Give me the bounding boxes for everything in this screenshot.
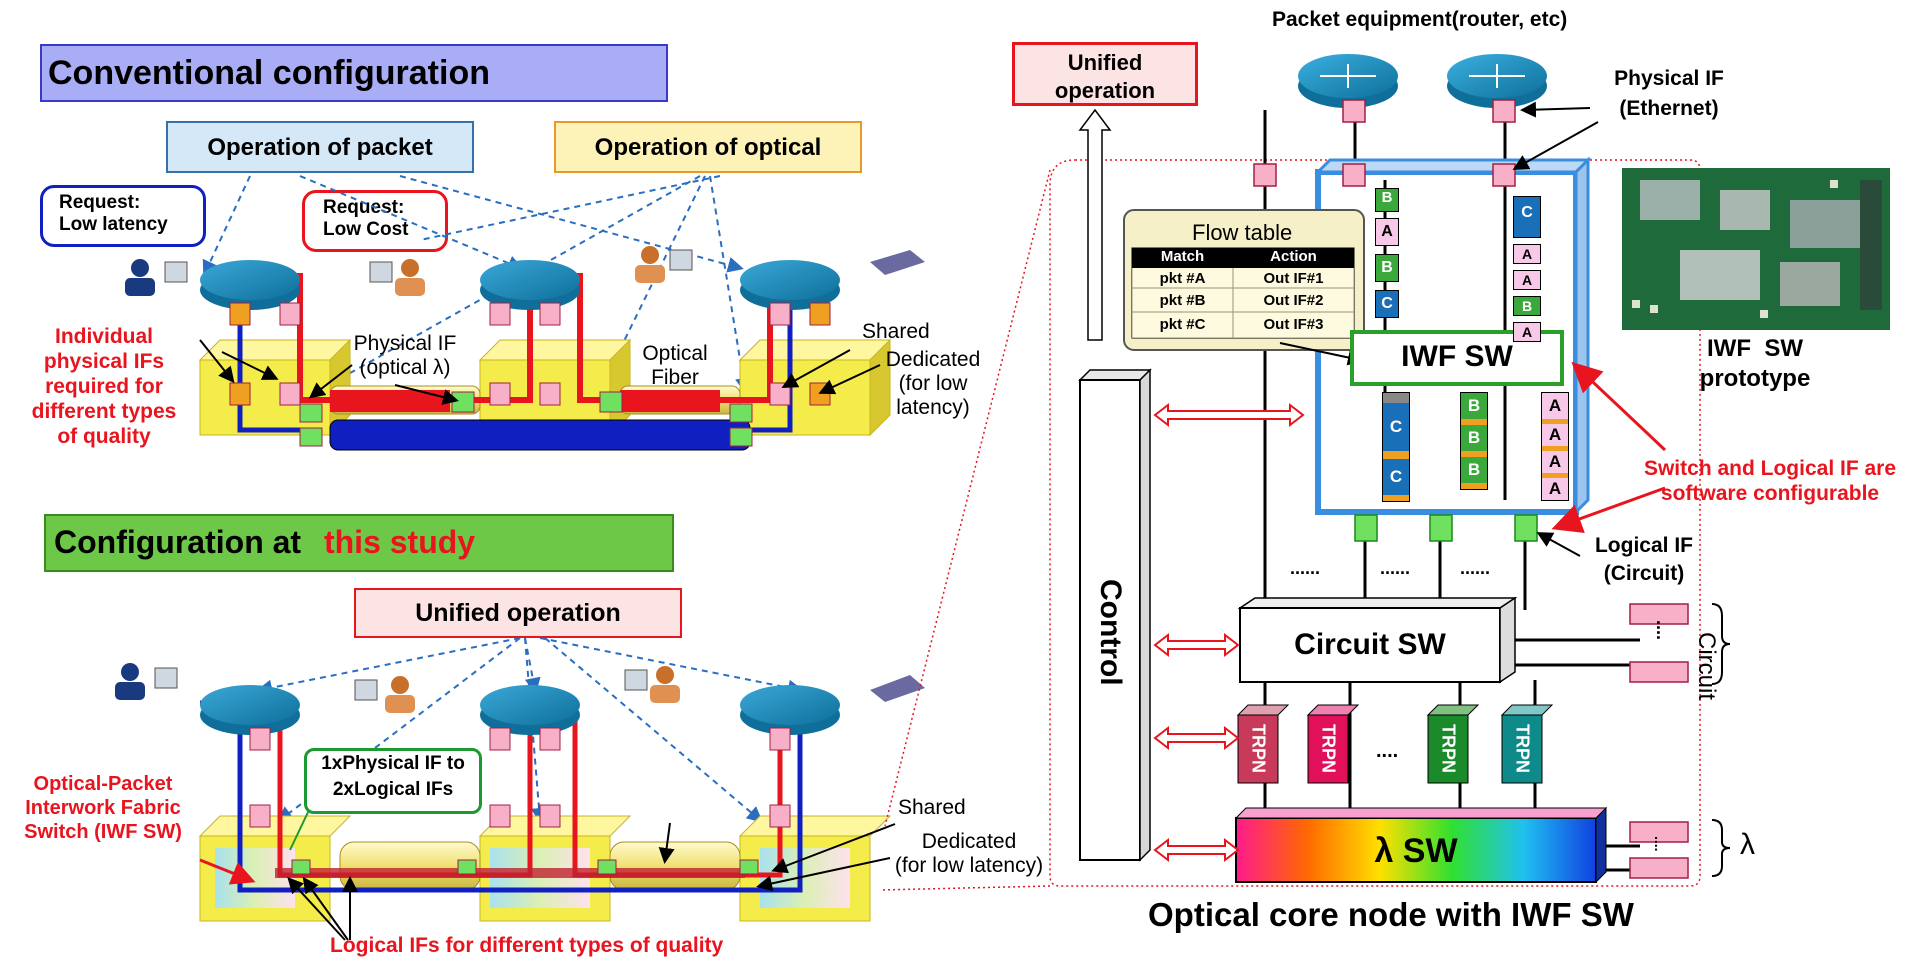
packet-equipment-label: Packet equipment(router, etc) [1272,8,1567,32]
unified-double-arrow [1080,110,1110,340]
unified-operation-box: Unified operation [1012,42,1198,106]
packet-block-c: C [1383,459,1409,495]
packet-block-column-1: B A B C [1375,188,1399,318]
packet-block-b: B [1513,296,1541,316]
label-line: operation [1015,77,1195,105]
iwf-prototype-photo [1622,168,1890,330]
packet-block-b: B [1461,393,1487,419]
flow-table-cell: pkt #B [1132,292,1233,309]
packet-queue-a: A A A A [1541,392,1569,501]
flow-table-title: Flow table [1192,220,1292,246]
ellipsis-3: ...... [1460,558,1490,579]
iwf-sw-label: IWF SW [1352,340,1562,374]
label-line: (Ethernet) [1594,94,1744,124]
label-line: Logical IF [1574,532,1714,560]
flow-table-header-match: Match [1132,248,1233,265]
packet-block-a: A [1542,393,1568,419]
packet-block-column-2: C A A B A [1513,196,1541,342]
prototype-caption: IWF SW prototype [1660,334,1850,394]
note-line: software configurable [1620,481,1920,506]
flow-table-cell: pkt #A [1132,270,1233,287]
trpn-label: TRPN [1248,721,1269,777]
trpn-ellipsis: .... [1376,740,1398,763]
lambda-side-label: λ [1740,828,1755,862]
trpn-label: TRPN [1512,721,1533,777]
lambda-dots: .... [1652,836,1668,852]
node-caption: Optical core node with IWF SW [1148,896,1634,934]
physical-if-ethernet-label: Physical IF (Ethernet) [1594,64,1744,124]
flow-table-cell: Out IF#2 [1233,292,1354,309]
packet-block-a: A [1513,244,1541,264]
packet-queue-b: B B B [1460,392,1488,490]
packet-block-a: A [1542,451,1568,473]
label-line: Unified [1015,49,1195,77]
packet-block-a: A [1542,478,1568,500]
packet-block-c: C [1513,196,1541,238]
label-line: (Circuit) [1574,560,1714,588]
lambda-sw-label: λ SW [1236,832,1596,871]
flow-table-header-action: Action [1233,248,1354,265]
ellipsis-1: ...... [1290,558,1320,579]
packet-block-b: B [1375,188,1399,212]
packet-block-c: C [1383,403,1409,451]
packet-block-a: A [1542,424,1568,446]
control-label: Control [1093,579,1127,655]
packet-block-b: B [1461,425,1487,451]
caption-line: prototype [1660,364,1850,394]
packet-block-b: B [1461,457,1487,483]
circuit-dots: .... [1652,620,1673,640]
packet-block-c: C [1375,290,1399,318]
flow-table-cell: Out IF#1 [1233,270,1354,287]
software-configurable-note: Switch and Logical IF are software confi… [1620,456,1920,506]
caption-line: IWF SW [1660,334,1850,364]
packet-queue-c: C C [1382,392,1410,502]
ellipsis-2: ...... [1380,558,1410,579]
circuit-vertical-label: Circuit [1692,632,1720,700]
packet-block-b: B [1375,254,1399,282]
logical-if-circuit-label: Logical IF (Circuit) [1574,532,1714,588]
flow-table-cell: pkt #C [1132,316,1233,333]
trpn-label: TRPN [1318,721,1339,777]
flow-table-cell: Out IF#3 [1233,316,1354,333]
packet-block-a: A [1513,270,1541,290]
packet-block-a: A [1513,322,1541,342]
label-line: Physical IF [1594,64,1744,94]
packet-block-a: A [1375,218,1399,246]
note-line: Switch and Logical IF are [1620,456,1920,481]
trpn-label: TRPN [1438,721,1459,777]
circuit-sw-label: Circuit SW [1240,628,1500,662]
